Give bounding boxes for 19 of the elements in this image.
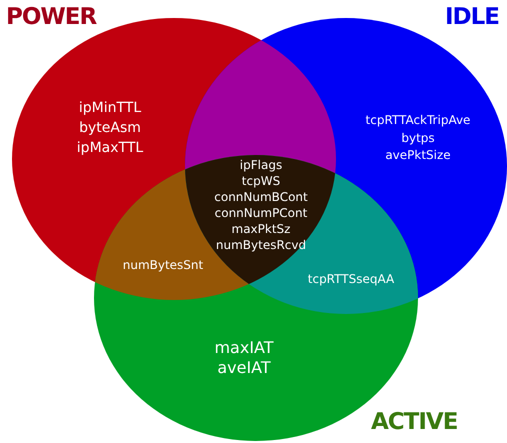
set-title: POWER bbox=[6, 6, 96, 29]
feature-label: aveIAT bbox=[217, 358, 271, 378]
feature-label: maxPktSz bbox=[232, 221, 290, 237]
feature-label: bytps bbox=[401, 130, 435, 146]
feature-label: ipMinTTL bbox=[78, 99, 142, 118]
set-title: IDLE bbox=[445, 6, 500, 29]
feature-label: tcpRTTSseqAA bbox=[308, 271, 394, 287]
feature-label: tcpRTTAckTripAve bbox=[366, 112, 470, 129]
feature-label: byteAsm bbox=[79, 119, 141, 138]
feature-label: connNumPCont bbox=[214, 205, 308, 221]
feature-label: avePktSize bbox=[385, 147, 451, 164]
set-title: ACTIVE bbox=[371, 411, 458, 434]
feature-label: numBytesSnt bbox=[122, 257, 204, 273]
feature-label: tcpWS bbox=[242, 173, 280, 189]
feature-label: ipMaxTTL bbox=[76, 139, 144, 158]
feature-label: connNumBCont bbox=[214, 189, 308, 205]
feature-label: ipFlags bbox=[240, 157, 282, 173]
feature-label: maxIAT bbox=[214, 338, 274, 358]
feature-label: numBytesRcvd bbox=[216, 237, 306, 253]
